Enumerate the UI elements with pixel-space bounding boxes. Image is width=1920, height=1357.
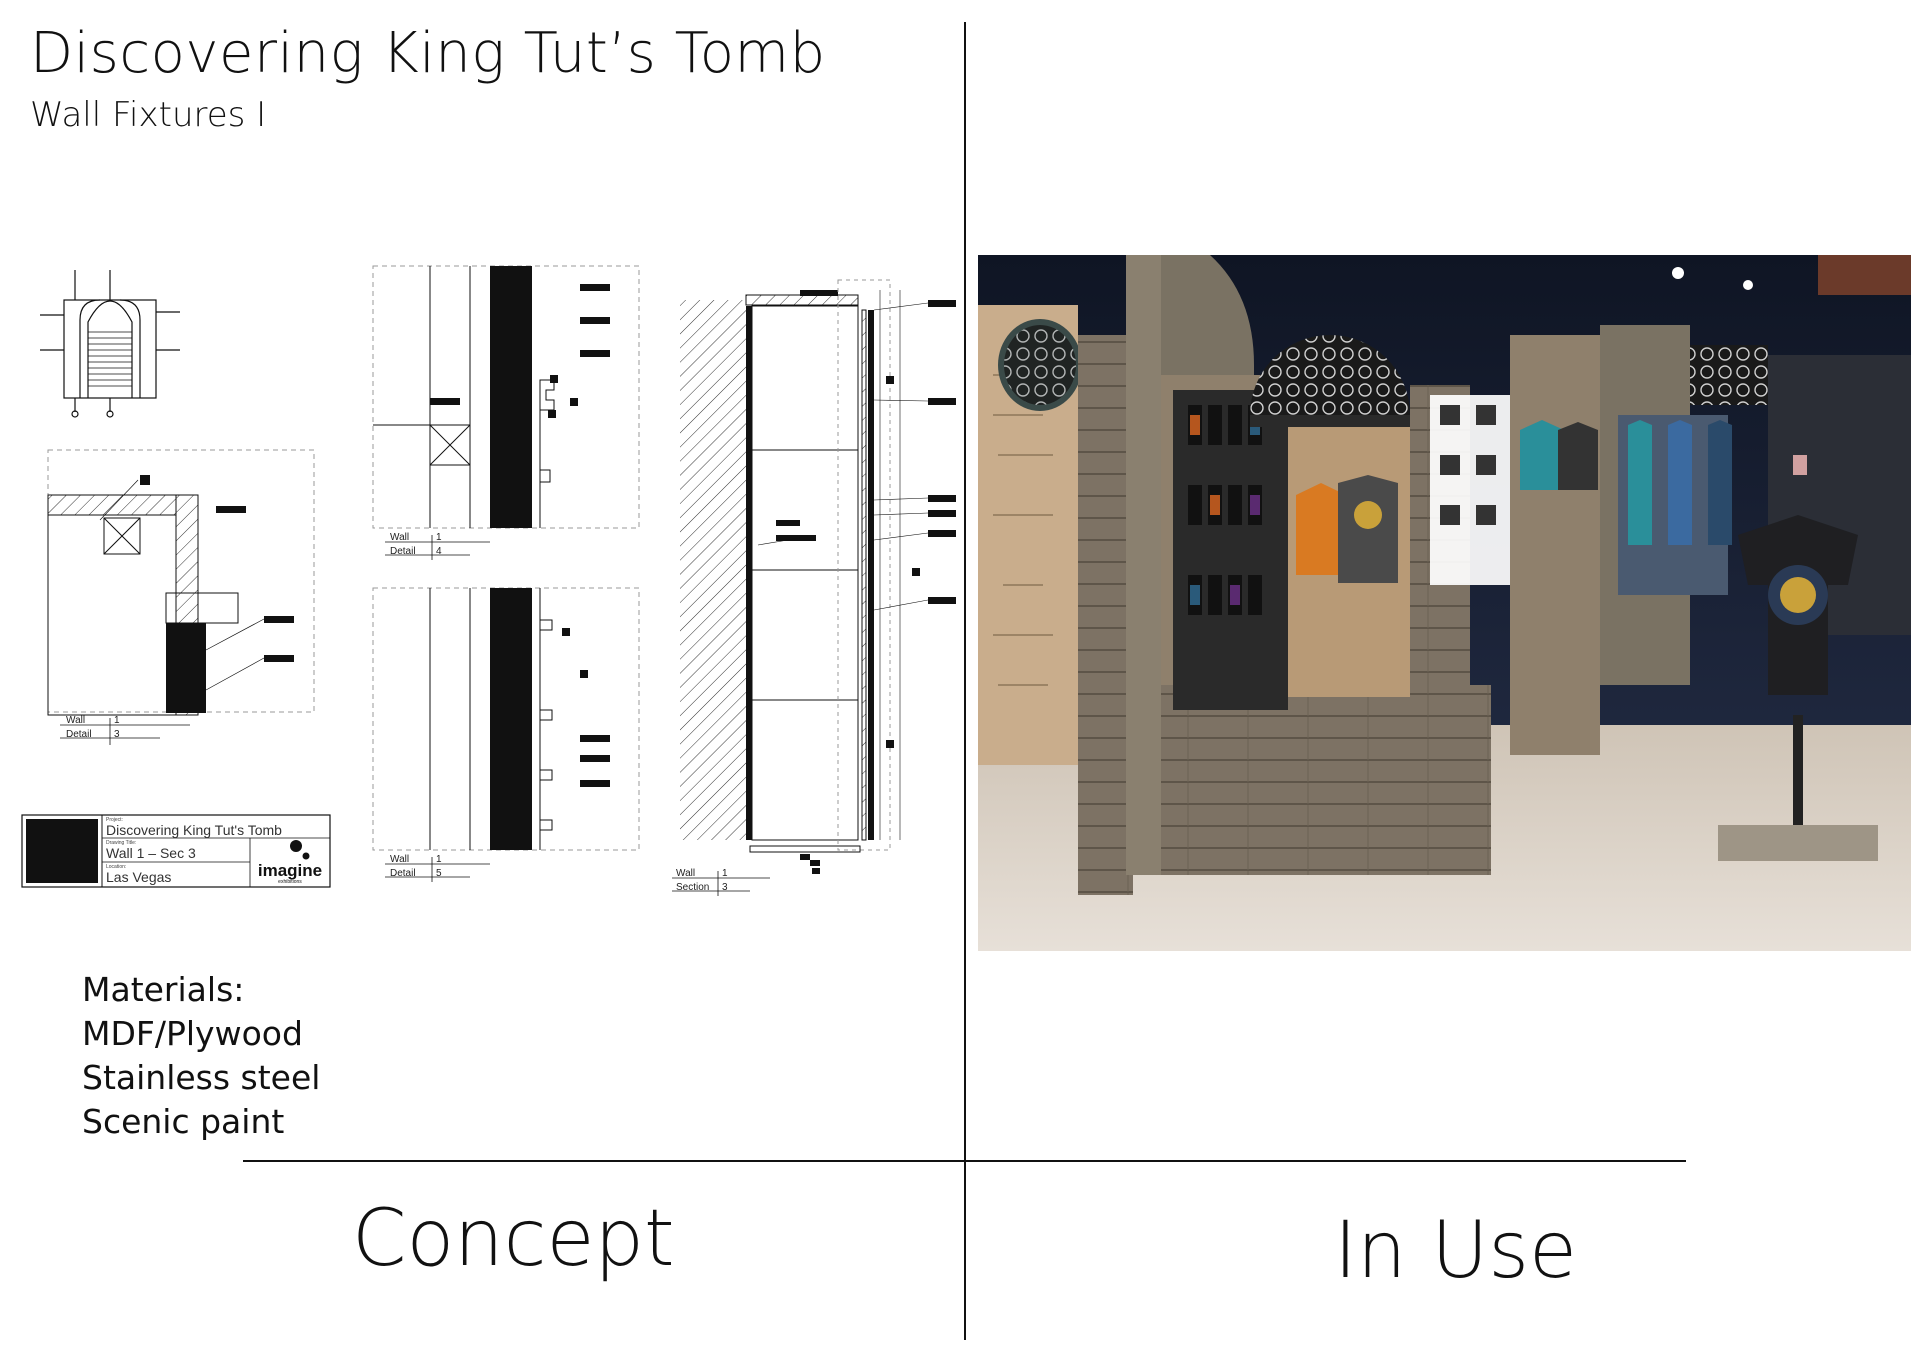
page-subtitle: Wall Fixtures I <box>30 95 267 135</box>
section-3-row2-label: Section <box>676 882 709 893</box>
horizontal-divider <box>243 1160 1686 1162</box>
drawing-title-caption: Drawing Title: <box>106 840 136 846</box>
detail-3-drawing: Wall 1 Detail 3 <box>47 449 315 745</box>
detail-5-row1-label: Wall <box>390 854 409 865</box>
logo-dot-large <box>290 840 302 852</box>
detail-5-row1-value: 1 <box>436 854 442 865</box>
detail-4-row2-value: 4 <box>436 546 442 557</box>
detail-4-drawing: Wall 1 Detail 4 <box>372 265 640 560</box>
technical-drawing: Wall 1 Detail 3 Wall 1 Detail 4 <box>21 265 956 896</box>
detail-3-row2-value: 3 <box>114 729 120 740</box>
detail-3-row2-label: Detail <box>66 729 92 740</box>
vertical-divider <box>964 22 966 1340</box>
elevation-thumbnail <box>40 270 180 418</box>
page-title: Discovering King Tut’s Tomb <box>30 21 826 86</box>
drawing-title: Wall 1 – Sec 3 <box>106 845 196 861</box>
logo-subtitle: exhibitions <box>278 879 302 885</box>
detail-4-row1-value: 1 <box>436 532 442 543</box>
project-name: Discovering King Tut's Tomb <box>106 822 282 838</box>
logo-dot-small <box>302 852 310 860</box>
detail-3-row1-label: Wall <box>66 715 85 726</box>
project-caption: Project: <box>106 817 123 823</box>
section-3-drawing: Wall 1 Section 3 <box>672 279 956 896</box>
in-use-label: In Use <box>1334 1206 1577 1296</box>
title-block: Project: Discovering King Tut's Tomb Dra… <box>21 814 331 888</box>
detail-5-row2-value: 5 <box>436 868 442 879</box>
materials-list: Materials: MDF/Plywood Stainless steel S… <box>82 968 320 1144</box>
detail-4-row1-label: Wall <box>390 532 409 543</box>
location-name: Las Vegas <box>106 869 171 885</box>
concept-label: Concept <box>352 1194 675 1284</box>
store-photo <box>978 255 1911 951</box>
logo-wordmark: imagine <box>258 861 322 880</box>
detail-5-row2-label: Detail <box>390 868 416 879</box>
section-3-row2-value: 3 <box>722 882 728 893</box>
materials-heading: Materials: <box>82 970 245 1009</box>
material-item: Scenic paint <box>82 1102 285 1141</box>
section-3-row1-value: 1 <box>722 868 728 879</box>
material-item: Stainless steel <box>82 1058 321 1097</box>
detail-4-row2-label: Detail <box>390 546 416 557</box>
detail-5-drawing: Wall 1 Detail 5 <box>372 587 640 882</box>
location-caption: Location: <box>106 864 126 870</box>
detail-3-row1-value: 1 <box>114 715 120 726</box>
material-item: MDF/Plywood <box>82 1014 303 1053</box>
section-3-row1-label: Wall <box>676 868 695 879</box>
